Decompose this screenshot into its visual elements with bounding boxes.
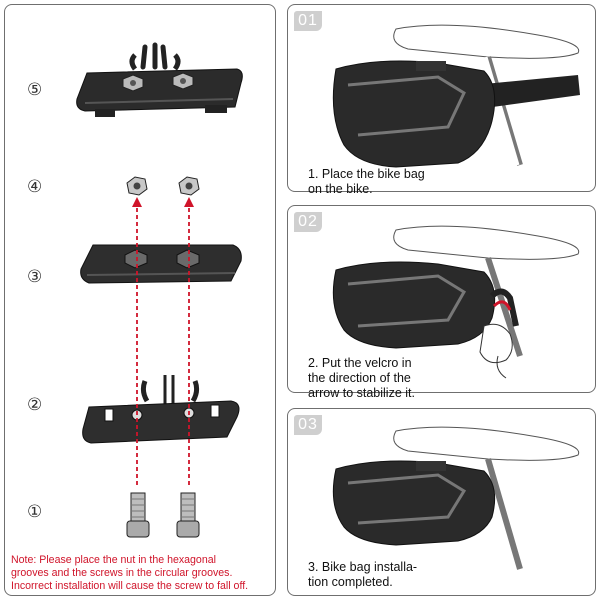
alignment-arrows	[132, 197, 194, 485]
installed-bag-illustration	[332, 426, 580, 570]
bag-on-bike-illustration	[332, 24, 580, 168]
installation-note: Note: Please place the nut in the hexago…	[11, 554, 249, 592]
part-number-3: ③	[27, 267, 43, 287]
step-2-panel: 02 2. Put the velcro in the direction of…	[287, 205, 596, 400]
step-3-caption: 3. Bike bag installa- tion completed.	[308, 560, 418, 589]
nuts-part	[126, 176, 200, 196]
base-plate-part	[82, 375, 240, 444]
part-number-5: ⑤	[27, 80, 43, 100]
part-number-1: ①	[27, 502, 43, 522]
top-plate-part	[80, 244, 242, 284]
step-3-badge: 03	[294, 415, 322, 435]
step-1-badge: 01	[294, 11, 322, 31]
step-2-caption: 2. Put the velcro in the direction of th…	[308, 356, 415, 400]
mount-parts-illustration	[76, 42, 243, 538]
screws-part	[126, 492, 200, 538]
part-number-4: ④	[27, 177, 43, 197]
step-3-panel: 03 3. Bike bag installa- tion completed.	[287, 408, 596, 596]
step-1-panel: 01 1. Place the bike bag on the bike.	[287, 4, 596, 196]
step-1-caption: 1. Place the bike bag on the bike.	[308, 167, 425, 196]
assembled-mount-part	[76, 42, 243, 117]
velcro-strap-illustration	[332, 225, 580, 379]
part-number-2: ②	[27, 395, 43, 415]
step-2-badge: 02	[294, 212, 322, 232]
exploded-view-panel: ⑤ ④ ③ ② ①	[4, 4, 276, 596]
